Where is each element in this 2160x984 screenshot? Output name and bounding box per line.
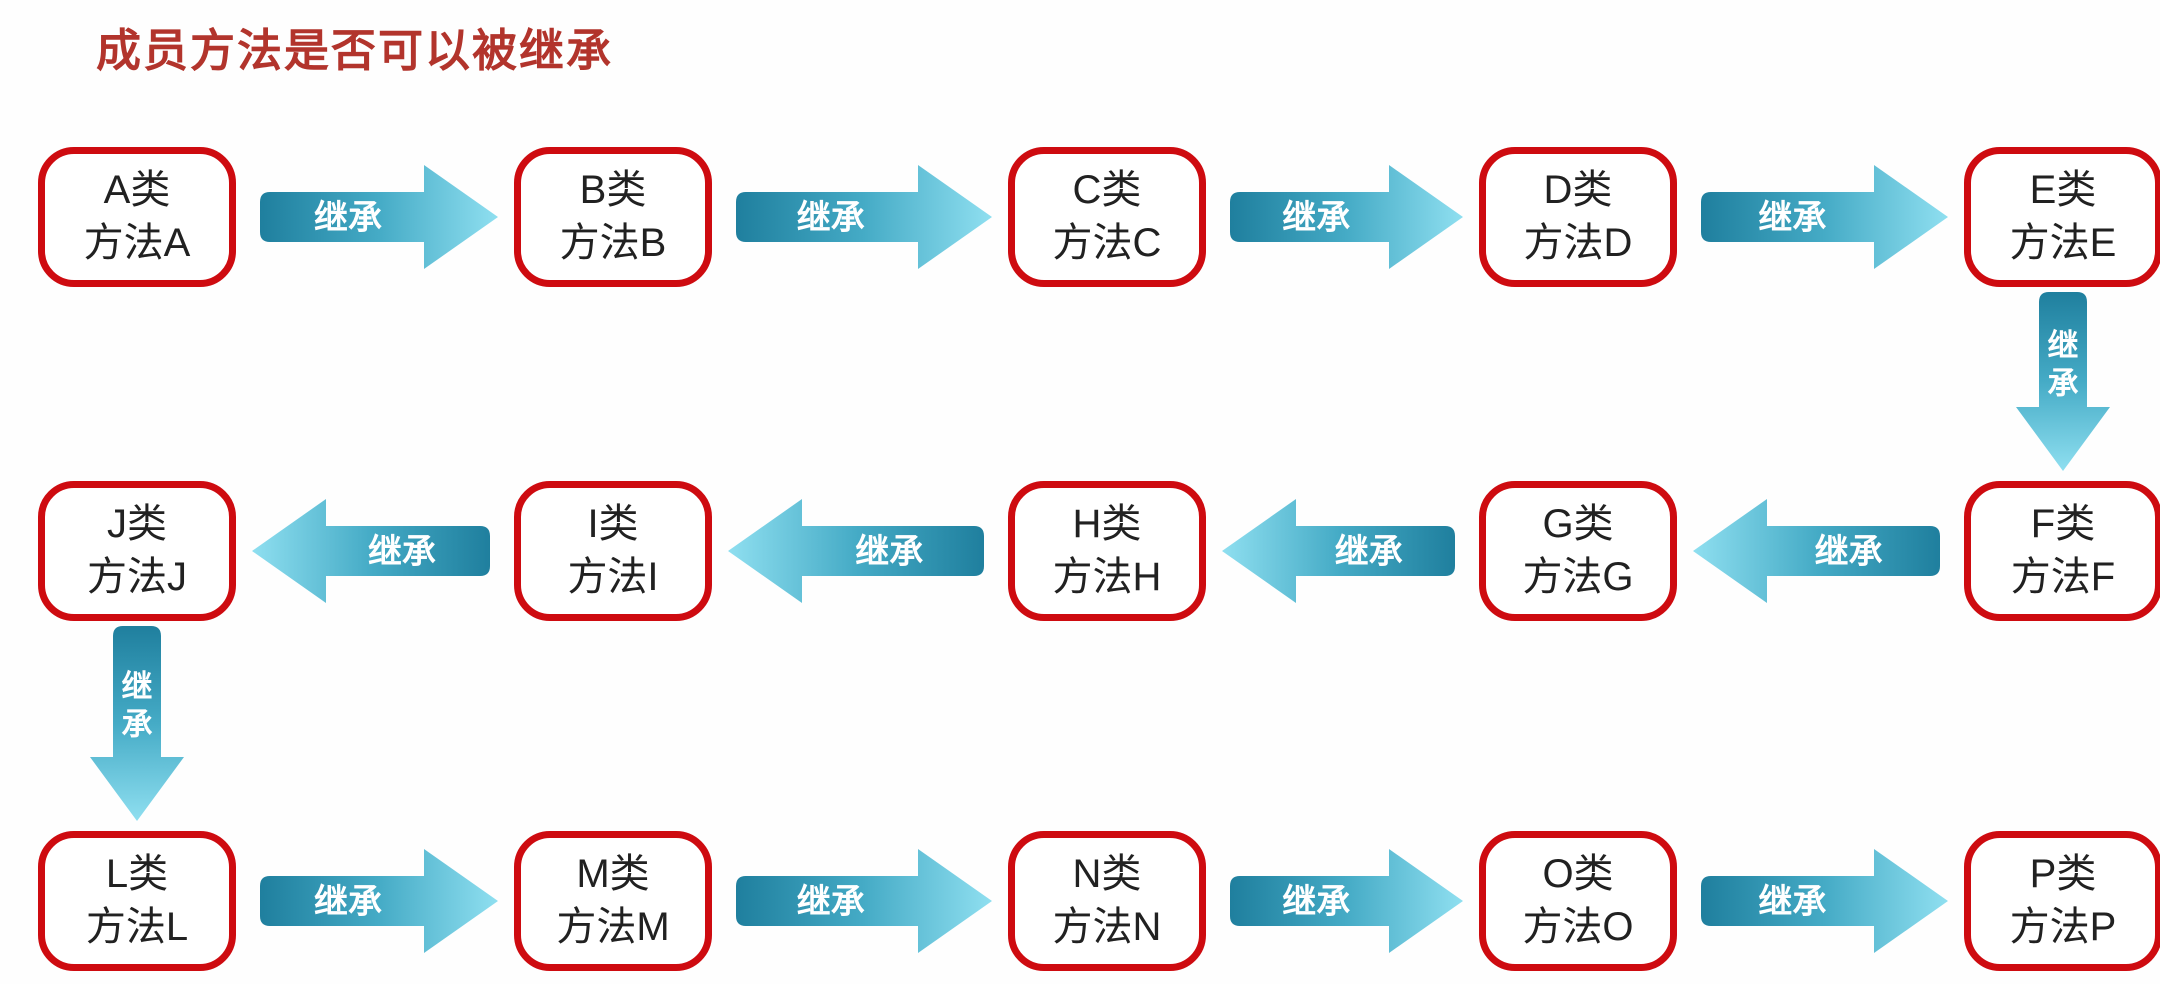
class-node-D-line2: 方法D [1523, 221, 1633, 265]
class-node-A-line1: A类 [103, 168, 171, 213]
class-node-M-line1: M类 [576, 852, 650, 897]
inherit-arrow-label: 继承 [1815, 533, 1883, 571]
inherit-arrow-label: 继承 [1335, 533, 1403, 571]
inherit-arrow-label: 继承 [314, 199, 382, 237]
class-node-O-line1: O类 [1542, 852, 1614, 897]
class-node-A-line2: 方法A [83, 221, 191, 265]
inherit-arrow-label: 继 [122, 669, 153, 704]
inherit-arrow-C-D: 继承 [1230, 165, 1463, 269]
class-node-H: H类方法H [1008, 481, 1206, 621]
class-node-N-line2: 方法N [1052, 905, 1162, 949]
inherit-arrow-label: 继承 [1758, 883, 1826, 921]
class-node-L-line1: L类 [105, 852, 169, 897]
class-node-N: N类方法N [1008, 831, 1206, 971]
inherit-arrow-shape [1701, 165, 1948, 269]
inherit-arrow-shape [736, 165, 992, 269]
inherit-arrow-shape [260, 165, 498, 269]
inherit-arrow-label: 承 [122, 707, 153, 742]
class-node-J: J类方法J [38, 481, 236, 621]
inherit-arrow-shape [90, 626, 184, 821]
class-node-N-line1: N类 [1072, 852, 1142, 897]
class-node-P-line2: 方法P [2009, 905, 2117, 949]
inherit-arrow-E-F: 继承 [2016, 292, 2110, 471]
class-node-E-line2: 方法E [2009, 221, 2117, 265]
class-node-B-line2: 方法B [559, 221, 667, 265]
class-node-C-line1: C类 [1072, 168, 1142, 213]
class-node-B: B类方法B [514, 147, 712, 287]
inherit-arrow-F-G: 继承 [1693, 499, 1940, 603]
class-node-F-line1: F类 [2030, 502, 2096, 547]
inherit-arrow-label: 继 [2048, 328, 2079, 363]
class-node-E: E类方法E [1964, 147, 2160, 287]
inherit-arrow-shape [260, 849, 498, 953]
inherit-arrow-shape [252, 499, 490, 603]
inherit-arrow-shape [728, 499, 984, 603]
class-node-L-line2: 方法L [85, 905, 189, 949]
inherit-arrow-D-E: 继承 [1701, 165, 1948, 269]
class-node-H-line2: 方法H [1052, 555, 1162, 599]
inherit-arrow-shape [1230, 849, 1463, 953]
inherit-arrow-label: 继承 [1282, 883, 1350, 921]
inherit-arrow-O-P: 继承 [1701, 849, 1948, 953]
class-node-J-line2: 方法J [87, 555, 187, 599]
class-node-H-line1: H类 [1072, 502, 1142, 547]
inherit-arrow-H-I: 继承 [728, 499, 984, 603]
inherit-arrow-G-H: 继承 [1222, 499, 1455, 603]
class-node-A: A类方法A [38, 147, 236, 287]
inherit-arrow-shape [1701, 849, 1948, 953]
class-node-M-line2: 方法M [556, 905, 670, 949]
class-node-C: C类方法C [1008, 147, 1206, 287]
class-node-I-line1: I类 [587, 502, 639, 547]
inherit-arrow-label: 承 [2048, 366, 2079, 401]
class-node-P: P类方法P [1964, 831, 2160, 971]
class-node-C-line2: 方法C [1052, 221, 1162, 265]
class-node-M: M类方法M [514, 831, 712, 971]
inherit-arrow-L-M: 继承 [260, 849, 498, 953]
class-node-G-line1: G类 [1542, 502, 1614, 547]
inherit-arrow-label: 继承 [1758, 199, 1826, 237]
inherit-arrow-label: 继承 [855, 533, 923, 571]
class-node-D-line1: D类 [1543, 168, 1613, 213]
inherit-arrow-shape [2016, 292, 2110, 471]
diagram-title: 成员方法是否可以被继承 [96, 25, 614, 76]
class-node-O: O类方法O [1479, 831, 1677, 971]
inherit-arrow-shape [736, 849, 992, 953]
inherit-arrow-I-J: 继承 [252, 499, 490, 603]
class-node-G-line2: 方法G [1522, 555, 1634, 599]
inherit-arrow-shape [1230, 165, 1463, 269]
inherit-arrow-label: 继承 [1282, 199, 1350, 237]
class-node-D: D类方法D [1479, 147, 1677, 287]
class-node-B-line1: B类 [579, 168, 647, 213]
class-node-J-line1: J类 [107, 502, 167, 547]
inherit-arrow-shape [1693, 499, 1940, 603]
inherit-arrow-label: 继承 [368, 533, 436, 571]
inherit-arrow-M-N: 继承 [736, 849, 992, 953]
class-node-P-line1: P类 [2029, 852, 2097, 897]
class-node-F-line2: 方法F [2010, 555, 2116, 599]
inherit-arrow-shape [1222, 499, 1455, 603]
class-node-I: I类方法I [514, 481, 712, 621]
inherit-arrow-label: 继承 [314, 883, 382, 921]
class-node-O-line2: 方法O [1522, 905, 1634, 949]
class-node-E-line1: E类 [2029, 168, 2097, 213]
inherit-arrow-label: 继承 [797, 199, 865, 237]
class-node-G: G类方法G [1479, 481, 1677, 621]
class-node-F: F类方法F [1964, 481, 2160, 621]
inherit-arrow-B-C: 继承 [736, 165, 992, 269]
inherit-arrow-label: 继承 [797, 883, 865, 921]
class-node-I-line2: 方法I [567, 555, 659, 599]
class-node-L: L类方法L [38, 831, 236, 971]
inherit-arrow-A-B: 继承 [260, 165, 498, 269]
inherit-arrow-N-O: 继承 [1230, 849, 1463, 953]
inherit-arrow-J-L: 继承 [90, 626, 184, 821]
